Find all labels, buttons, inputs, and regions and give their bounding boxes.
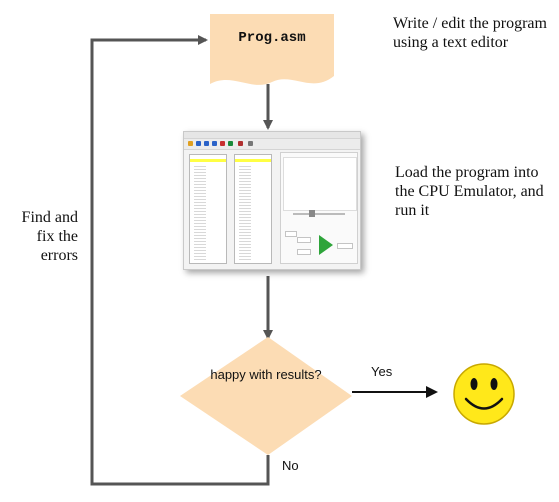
arrow-no-feedback-loop <box>90 35 270 486</box>
emulator-screen-and-cpu-panel <box>280 152 358 264</box>
note-edit-program: Write / edit the program using a text ed… <box>393 15 547 51</box>
emulator-rom-panel <box>189 154 227 264</box>
note-load-and-run: Load the program into the CPU Emulator, … <box>395 164 544 219</box>
toolbar-icon <box>188 141 193 146</box>
toolbar-icon <box>248 141 253 146</box>
toolbar-icon <box>196 141 201 146</box>
toolbar-icon <box>204 141 209 146</box>
decision-diamond <box>180 337 352 455</box>
no-branch-label: No <box>282 458 299 473</box>
toolbar-icon <box>220 141 225 146</box>
cpu-emulator-screenshot <box>183 131 361 270</box>
emulator-screen <box>283 157 357 211</box>
emulator-menubar <box>184 132 360 139</box>
smiley-face-icon <box>453 363 515 425</box>
decision-question: happy with results? <box>210 367 322 382</box>
toolbar-icon <box>212 141 217 146</box>
emulator-alu-icon <box>319 235 333 255</box>
program-file-label: Prog.asm <box>238 30 306 46</box>
emulator-toolbar <box>184 139 360 150</box>
toolbar-icon <box>238 141 243 146</box>
yes-branch-label: Yes <box>371 364 393 379</box>
emulator-ram-panel <box>234 154 272 264</box>
toolbar-icon <box>228 141 233 146</box>
note-find-fix-errors: Find and fix the errors <box>21 209 78 264</box>
program-document-shape <box>210 14 334 85</box>
